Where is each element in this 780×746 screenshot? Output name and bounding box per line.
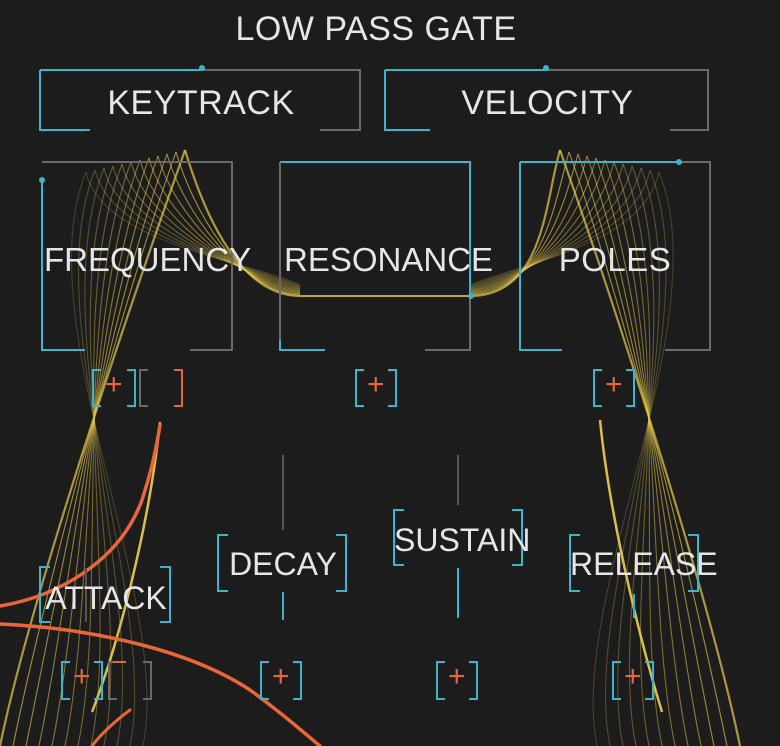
resonance-frame [279, 161, 474, 351]
envelope-waveform [94, 169, 301, 287]
envelope-waveform [469, 159, 606, 292]
envelope-waveform [469, 171, 660, 286]
envelope-waveform [157, 155, 301, 294]
envelope-waveform [577, 153, 715, 746]
envelope-waveform [51, 157, 150, 746]
patch-cables [0, 423, 322, 746]
frequency-add-brackets [92, 369, 136, 407]
envelope-waveform [70, 171, 148, 746]
sustain-label: SUSTAIN [394, 522, 531, 558]
decay-label: DECAY [229, 546, 337, 582]
envelope-waveform [84, 167, 124, 746]
frequency-label: FREQUENCY [44, 241, 252, 278]
envelope-waveform [568, 151, 728, 746]
frequency-frame [39, 161, 233, 351]
patch-cable [0, 622, 322, 746]
sustain-fader-frame [393, 455, 523, 618]
envelope-waveform [121, 163, 301, 290]
resonance-add-button[interactable]: + [366, 368, 386, 401]
envelope-waveform [85, 171, 301, 286]
envelope-waveform [12, 151, 177, 746]
envelope-waveform [628, 165, 655, 746]
envelope-waveform [469, 153, 579, 295]
attack-add-brackets [61, 661, 103, 700]
envelope-waveform [77, 169, 136, 746]
poles-add-brackets [593, 369, 635, 407]
attack-secondary-slot [108, 661, 152, 700]
poles-frame [519, 159, 711, 351]
envelope-waveform [586, 155, 702, 746]
decay-fader-frame [217, 455, 347, 620]
attack-label: ATTACK [45, 580, 167, 616]
sustain-add-button[interactable]: + [447, 660, 467, 693]
envelope-waveform [103, 167, 301, 288]
envelope-waveform [64, 159, 141, 746]
envelope-waveform [112, 165, 301, 289]
envelope-waveform [469, 157, 597, 293]
envelope-waveform [0, 149, 187, 746]
envelope-waveform [469, 151, 570, 296]
envelope-waveform [25, 153, 168, 746]
envelope-waveform [622, 163, 651, 746]
envelope-waveform [469, 167, 642, 288]
patch-cable [90, 708, 132, 746]
envelope-waveform [77, 161, 132, 746]
velocity-frame [384, 65, 709, 131]
attack-fader-frame [39, 566, 171, 623]
resonance-add-brackets [355, 369, 397, 407]
release-add-button[interactable]: + [623, 660, 643, 693]
envelope-waveform [175, 151, 301, 296]
keytrack-label: KEYTRACK [107, 84, 295, 122]
release-add-brackets [612, 661, 654, 700]
envelope-waveform [604, 159, 676, 746]
patch-cable [0, 423, 162, 608]
decay-add-button[interactable]: + [271, 660, 291, 693]
frequency-add-button[interactable]: + [104, 368, 124, 401]
envelope-waveform [558, 149, 742, 746]
envelope-waveform [469, 165, 633, 289]
attack-add-button[interactable]: + [72, 660, 92, 693]
release-label: RELEASE [570, 546, 718, 582]
envelope-waveforms [0, 149, 742, 746]
frequency-secondary-slot [139, 369, 183, 407]
poles-add-button[interactable]: + [604, 368, 624, 401]
envelope-waveform [139, 159, 301, 292]
envelope-waveform [592, 171, 674, 746]
envelope-waveform [604, 169, 667, 746]
release-fader-frame [569, 534, 699, 618]
envelope-waveform [469, 149, 562, 298]
resonance-label: RESONANCE [284, 241, 494, 278]
envelope-waveform [469, 169, 651, 287]
sustain-add-brackets [436, 661, 478, 700]
poles-label: POLES [558, 241, 672, 278]
envelope-waveform [617, 167, 660, 746]
envelope-waveform [38, 155, 159, 746]
envelope-waveform [469, 155, 588, 294]
envelope-waveform [595, 157, 689, 746]
envelope-waveform [469, 161, 615, 291]
keytrack-frame [39, 65, 361, 131]
envelope-waveform [469, 163, 624, 290]
envelope-waveform [183, 149, 301, 298]
decay-add-brackets [260, 661, 302, 700]
envelope-waveform [148, 157, 301, 293]
envelope-waveform [130, 161, 301, 291]
velocity-label: VELOCITY [461, 84, 634, 122]
envelope-waveform [166, 153, 301, 295]
envelope-waveform [90, 163, 123, 746]
panel-title: LOW PASS GATE [235, 10, 517, 48]
envelope-waveform [89, 165, 114, 746]
